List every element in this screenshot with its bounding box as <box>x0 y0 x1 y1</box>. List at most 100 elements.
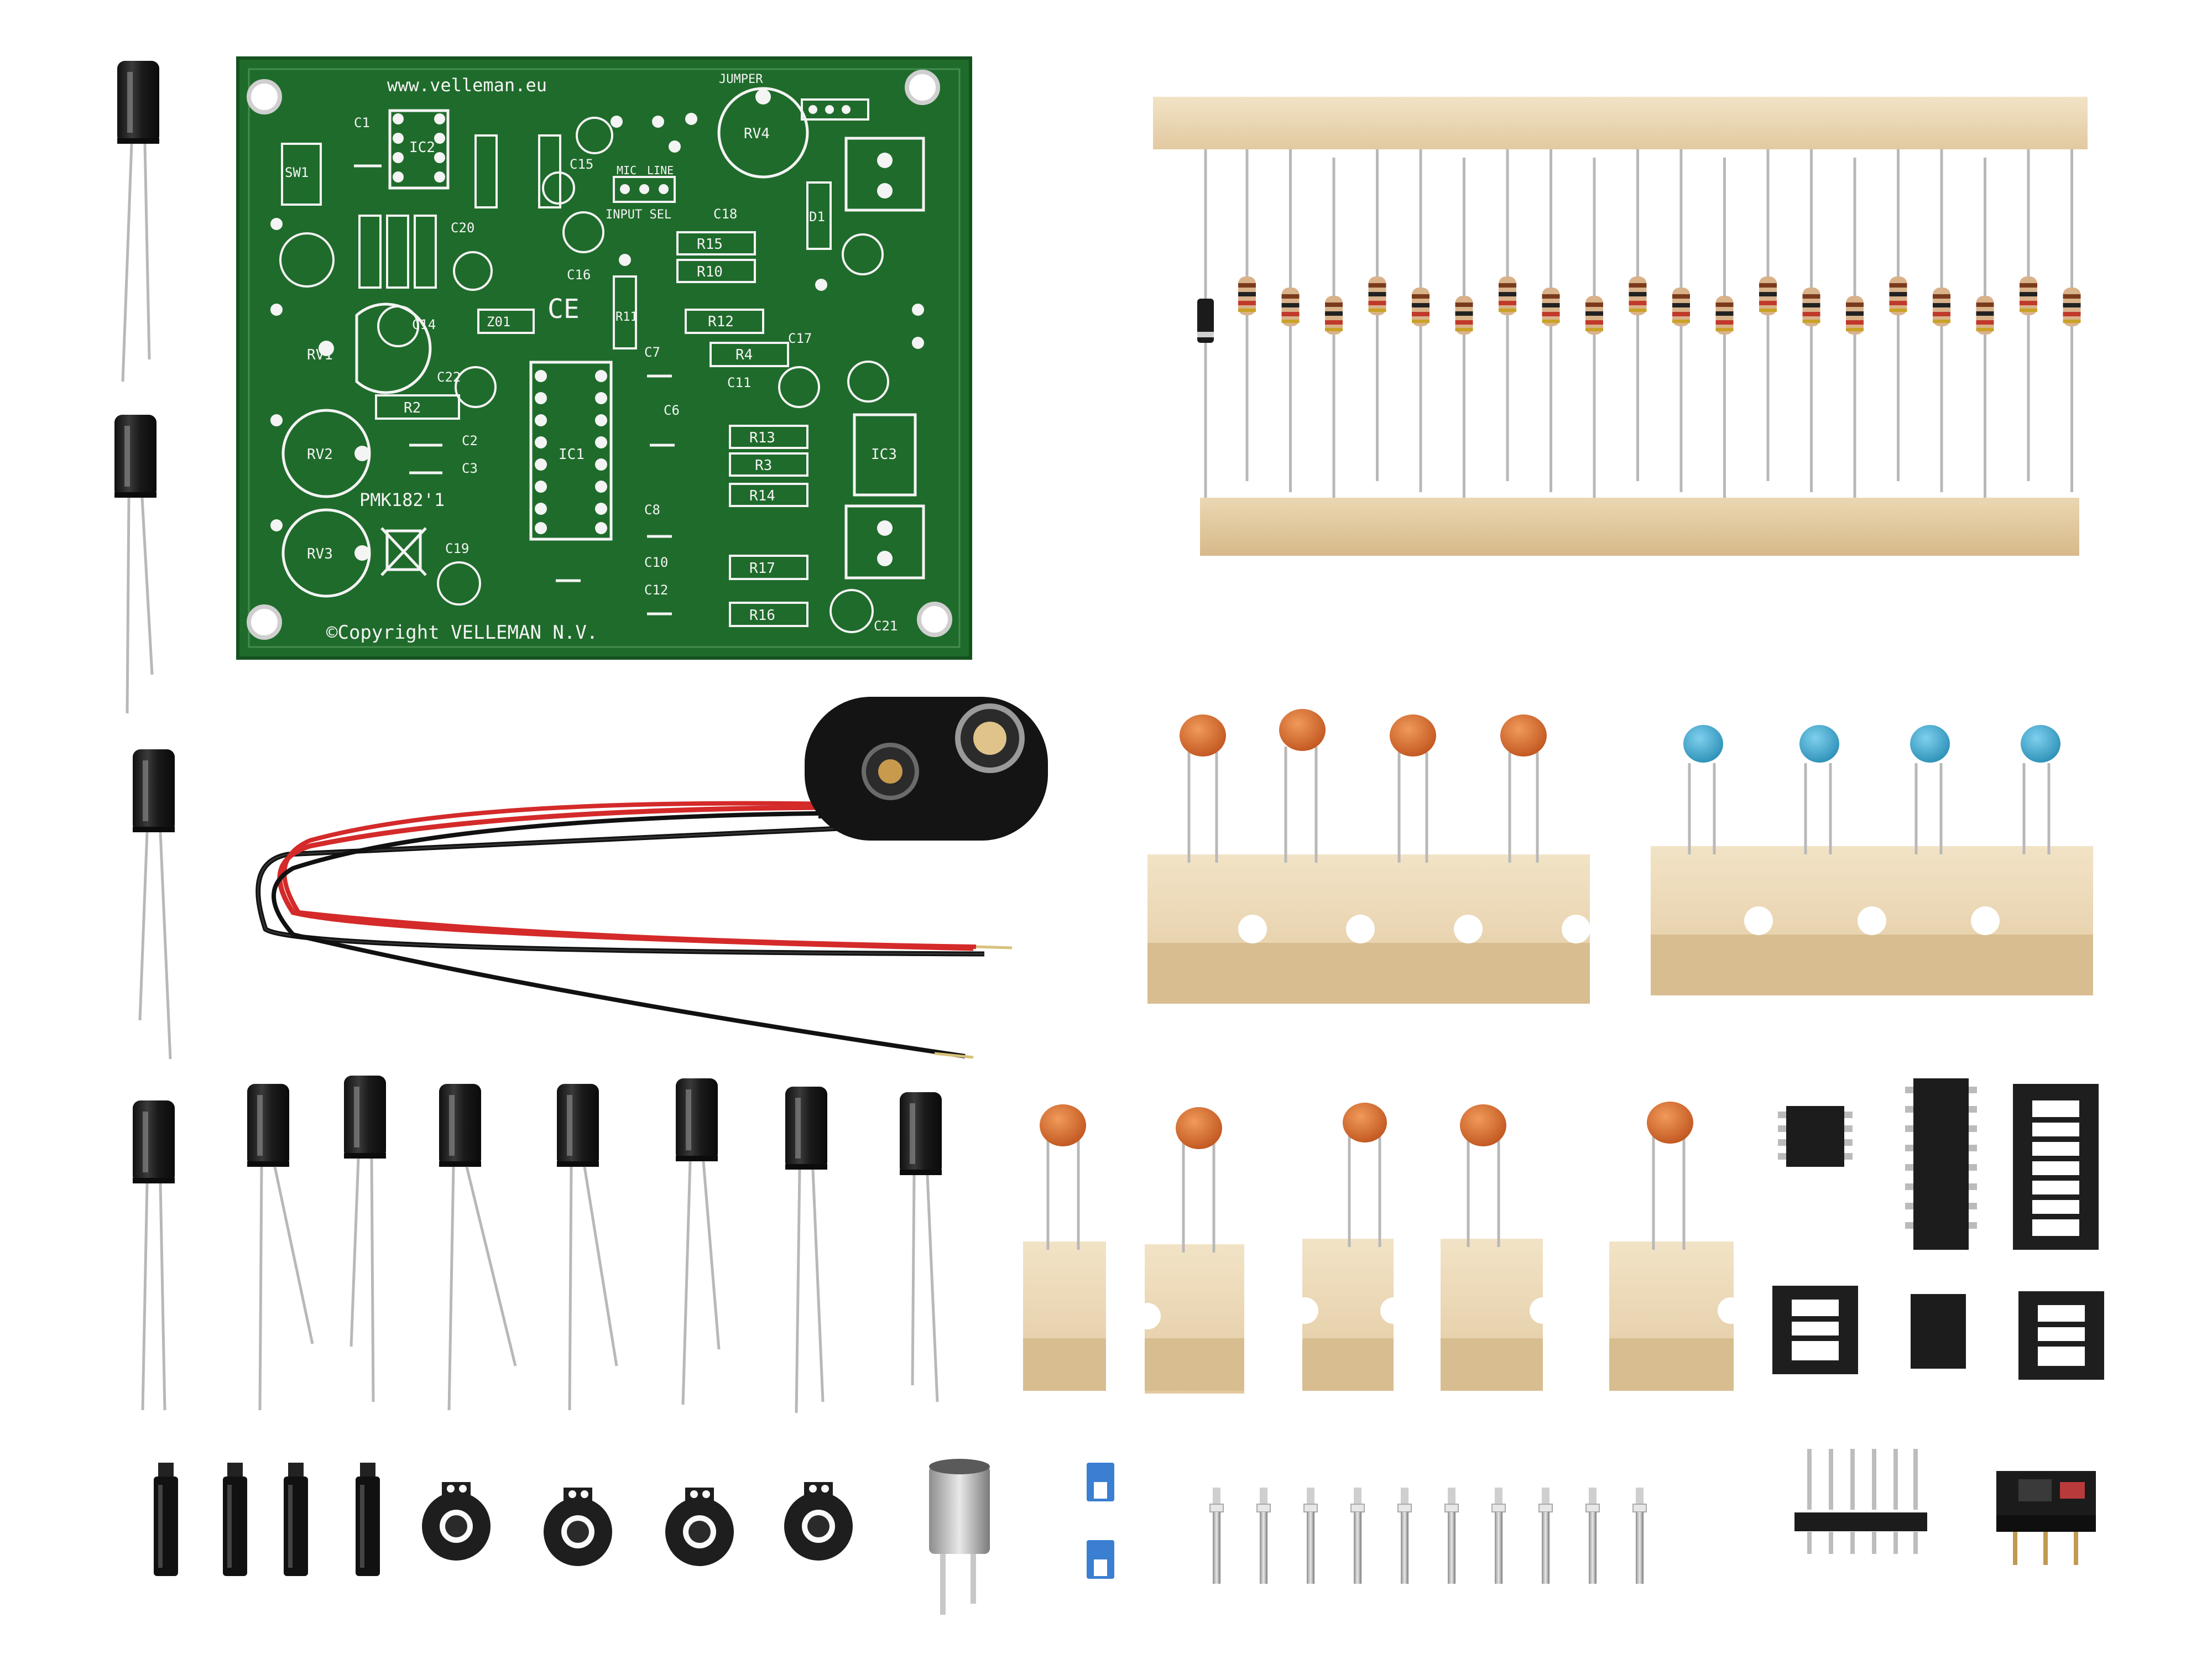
slide-switch <box>1996 1471 2096 1565</box>
svg-text:JUMPER: JUMPER <box>719 72 763 86</box>
solder-pin <box>1491 1487 1506 1584</box>
rv2-label: RV2 <box>307 446 333 463</box>
electrolytic-capacitor <box>900 1092 942 1402</box>
svg-text:Z01: Z01 <box>487 314 510 330</box>
resistor <box>1846 158 1864 500</box>
r16-footprint: R16 <box>729 602 808 627</box>
ceramic-capacitor <box>1799 725 1839 854</box>
rv3-footprint: RV3 <box>281 508 371 598</box>
electret-microphone <box>929 1459 990 1615</box>
svg-text:R12: R12 <box>708 314 734 330</box>
rv4-label: RV4 <box>744 126 770 142</box>
svg-text:R2: R2 <box>404 400 421 416</box>
d1-footprint: D1 <box>806 181 832 250</box>
ceramic-capacitor-single <box>1441 1104 1556 1391</box>
pcb-url-text: www.velleman.eu <box>387 75 547 96</box>
solder-pin <box>1397 1487 1412 1584</box>
input-select-jumper: INPUT SEL MIC LINE JUMPER <box>606 72 763 222</box>
resistor <box>1325 158 1343 500</box>
c18-label: C18 <box>713 206 737 222</box>
jumper-cap <box>1087 1463 1114 1501</box>
r17-footprint: R17 <box>729 555 808 580</box>
resistor-row <box>1238 138 2081 500</box>
svg-text:R3: R3 <box>755 457 772 474</box>
r2-footprint: R2 <box>375 394 460 420</box>
resistor <box>1716 158 1734 500</box>
svg-text:R15: R15 <box>697 236 723 253</box>
c17-label: C17 <box>788 331 812 346</box>
resistor <box>1976 158 1994 500</box>
ceramic-capacitor <box>1910 725 1950 854</box>
resistor <box>2020 138 2037 481</box>
electrolytic-capacitor <box>557 1084 618 1411</box>
ic2-label: IC2 <box>409 139 435 156</box>
r10-footprint: R10 <box>676 259 756 283</box>
pin-header <box>1794 1449 1927 1554</box>
ic3-label: IC3 <box>871 446 897 463</box>
ceramic-capacitor-single <box>1609 1102 1744 1391</box>
resistor <box>1412 149 1430 492</box>
pcb-spacer <box>284 1463 308 1576</box>
mounting-hole <box>247 79 282 114</box>
c8-label: C8 <box>644 502 660 518</box>
c11-label: C11 <box>727 375 751 390</box>
z01-footprint: Z01 <box>477 309 535 334</box>
ceramic-cap-pads <box>354 164 675 615</box>
c20-label: C20 <box>451 220 474 236</box>
electrolytic-capacitor <box>785 1087 827 1413</box>
r14-footprint: R14 <box>729 483 808 507</box>
resistor <box>1455 158 1473 500</box>
c14-label: C14 <box>412 317 436 332</box>
c1-label: C1 <box>354 115 370 131</box>
c22-label: C22 <box>437 369 461 385</box>
svg-text:R4: R4 <box>735 347 753 363</box>
c16-label: C16 <box>567 267 591 283</box>
ceramic-capacitor <box>1390 714 1436 863</box>
svg-text:INPUT SEL: INPUT SEL <box>606 208 671 222</box>
solder-pin <box>1209 1487 1224 1584</box>
ic-socket-8pin <box>1772 1286 1858 1374</box>
c2-label: C2 <box>462 433 478 448</box>
ce-mark: CE <box>547 294 580 325</box>
resistor <box>1672 149 1690 492</box>
jumper-cap <box>1087 1540 1114 1579</box>
ic-8pin-chip <box>1778 1106 1853 1167</box>
trimmer-potentiometer <box>665 1488 734 1566</box>
resistor <box>1499 138 1516 481</box>
svg-text:R11: R11 <box>615 310 638 324</box>
solder-pins <box>1209 1487 1647 1584</box>
rv4-footprint: RV4 <box>717 87 809 179</box>
svg-text:D1: D1 <box>809 209 825 225</box>
svg-text:R16: R16 <box>749 607 775 624</box>
ic2-footprint: IC2 <box>388 109 450 190</box>
trimmer-potentiometer <box>784 1482 853 1561</box>
r12-footprint: R12 <box>685 309 764 334</box>
trimmer-potentiometer <box>422 1482 491 1561</box>
resistor <box>1282 149 1300 492</box>
solder-pin <box>1585 1487 1600 1584</box>
c3-label: C3 <box>462 461 478 476</box>
pcb-copyright-text: ©Copyright VELLEMAN N.V. <box>326 622 598 644</box>
c19-label: C19 <box>445 541 469 556</box>
pcb-model-text: PMK182'1 <box>359 489 445 510</box>
ceramic-capacitor <box>1180 714 1226 863</box>
ceramic-capacitor-single <box>1292 1103 1407 1391</box>
r4-footprint: R4 <box>709 342 789 367</box>
pcb-spacer <box>223 1463 247 1576</box>
pcb-pads <box>270 113 924 531</box>
resistor-tape-strip <box>1153 97 2088 556</box>
r3-footprint: R3 <box>729 452 808 477</box>
solder-pin <box>1444 1487 1459 1584</box>
solder-pin <box>1538 1487 1553 1584</box>
solder-pin <box>1256 1487 1271 1584</box>
svg-text:SW1: SW1 <box>285 165 309 180</box>
resistor <box>1933 149 1950 492</box>
pcb-spacer <box>356 1463 380 1576</box>
trimmer-potentiometer <box>544 1488 612 1566</box>
ceramic-capacitor <box>1500 714 1547 863</box>
c10-label: C10 <box>644 555 668 570</box>
ceramic-capacitor-strip-orange <box>1147 709 1590 1004</box>
rv3-label: RV3 <box>307 546 333 562</box>
diode <box>1197 149 1214 498</box>
resistor <box>1585 158 1603 500</box>
